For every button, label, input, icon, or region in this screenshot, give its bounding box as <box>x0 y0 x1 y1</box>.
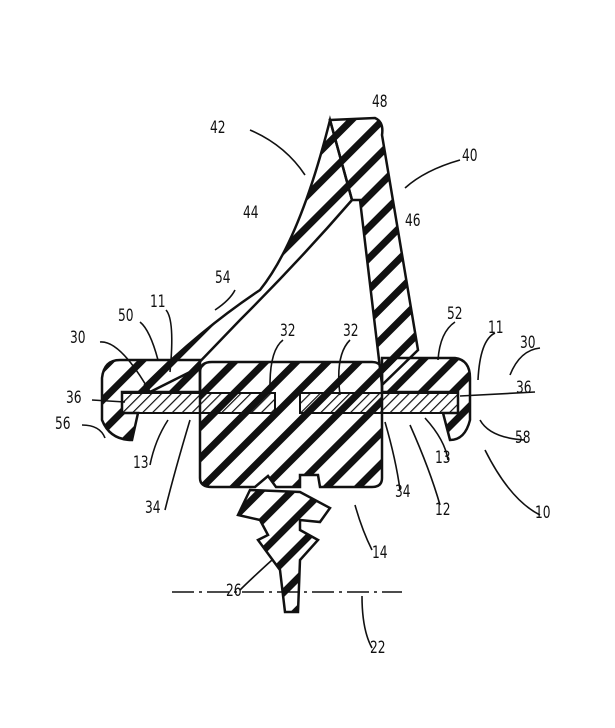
label-10: 10 <box>535 505 551 522</box>
label-44: 44 <box>243 205 259 222</box>
label-11-left: 11 <box>150 294 166 311</box>
label-14: 14 <box>372 545 388 562</box>
label-32-left: 32 <box>280 323 296 340</box>
label-11-right: 11 <box>488 320 504 337</box>
label-13-right: 13 <box>435 450 451 467</box>
fin-46 <box>330 118 418 385</box>
label-32-right: 32 <box>343 323 359 340</box>
label-42: 42 <box>210 120 226 137</box>
label-30-right: 30 <box>520 335 536 352</box>
label-48: 48 <box>372 94 388 111</box>
label-54: 54 <box>215 270 231 287</box>
label-13-left: 13 <box>133 455 149 472</box>
label-36-left: 36 <box>66 390 82 407</box>
label-36-right: 36 <box>516 380 532 397</box>
label-40: 40 <box>462 148 478 165</box>
label-46: 46 <box>405 213 421 230</box>
label-52: 52 <box>447 306 463 323</box>
label-50: 50 <box>118 308 134 325</box>
label-56: 56 <box>55 416 71 433</box>
label-26: 26 <box>226 583 242 600</box>
label-12: 12 <box>435 502 451 519</box>
plate-left <box>122 393 275 413</box>
arm-44 <box>145 120 352 392</box>
stem-26 <box>238 490 330 612</box>
label-58: 58 <box>515 430 531 447</box>
label-30-left: 30 <box>70 330 86 347</box>
block-14 <box>200 362 382 487</box>
label-22: 22 <box>370 640 386 657</box>
label-34-right: 34 <box>395 484 411 501</box>
plate-right <box>300 393 458 413</box>
label-34-left: 34 <box>145 500 161 517</box>
